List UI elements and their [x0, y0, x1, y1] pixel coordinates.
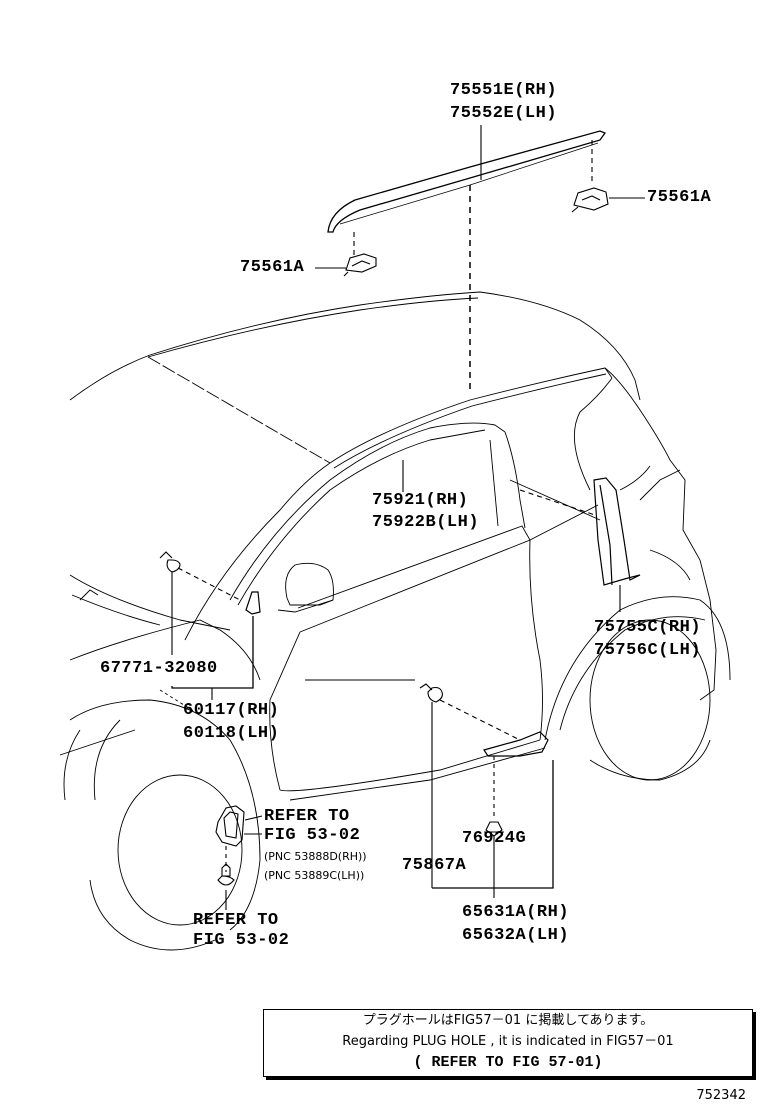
label-refer-mudguard-2: FIG 53-02 [264, 826, 361, 845]
rear-quarter-moulding [593, 477, 641, 586]
label-pnc-lh: (PNC 53889C(LH)) [264, 869, 365, 882]
note-refer-link[interactable]: ( REFER TO FIG 57-01) [413, 1054, 603, 1071]
car-body-outline [59, 291, 731, 951]
label-rocker-moulding-rh: 65631A(RH) [462, 903, 570, 922]
label-mirror-cover-rh: 60117(RH) [183, 701, 280, 720]
note-japanese: プラグホールはFIG57－01 に掲載してあります。 [362, 1013, 654, 1028]
clip-front-icon [343, 253, 377, 277]
label-clip-rear: 75561A [647, 188, 712, 207]
mudguard-part [215, 805, 245, 847]
rocker-clip-icon [484, 821, 504, 837]
label-rocker-fastener: 75867A [402, 856, 467, 875]
label-mirror-clip: 67771-32080 [100, 659, 218, 678]
guide-rear-quarter [519, 489, 596, 516]
label-window-moulding-rh: 75921(RH) [372, 491, 469, 510]
label-refer-screw-2: FIG 53-02 [193, 931, 290, 950]
label-rocker-moulding-lh: 65632A(LH) [462, 926, 570, 945]
note-english: Regarding PLUG HOLE , it is indicated in… [342, 1034, 674, 1049]
label-rear-quarter-lh: 75756C(LH) [594, 641, 702, 660]
label-roof-drip-rh: 75551E(RH) [450, 81, 558, 100]
clip-rear-icon [571, 187, 609, 213]
label-refer-mudguard-1: REFER TO [264, 807, 350, 826]
label-rear-quarter-rh: 75755C(RH) [594, 618, 702, 637]
label-clip-front: 75561A [240, 258, 305, 277]
plug-hole-note: プラグホールはFIG57－01 に掲載してあります。 Regarding PLU… [263, 1009, 753, 1077]
mirror-clip-icon [159, 551, 181, 573]
roof-drip-moulding [327, 130, 607, 233]
guide-mirror-clip [177, 567, 241, 601]
guide-rocker-fastener [439, 699, 521, 741]
mirror-cover [245, 591, 261, 615]
rocker-moulding-end [483, 731, 549, 757]
label-pnc-rh: (PNC 53888D(RH)) [264, 850, 367, 863]
figure-number: 752342 [696, 1088, 746, 1103]
guide-mudguard [244, 815, 263, 821]
label-refer-screw-1: REFER TO [193, 911, 279, 930]
label-roof-drip-lh: 75552E(LH) [450, 104, 558, 123]
screw-icon [217, 863, 235, 886]
label-mirror-cover-lh: 60118(LH) [183, 724, 280, 743]
label-window-moulding-lh: 75922B(LH) [372, 513, 480, 532]
label-rocker-clip: 76924G [462, 829, 527, 848]
leader-rocker-bracket [432, 760, 554, 889]
rocker-fastener-icon [419, 683, 443, 703]
